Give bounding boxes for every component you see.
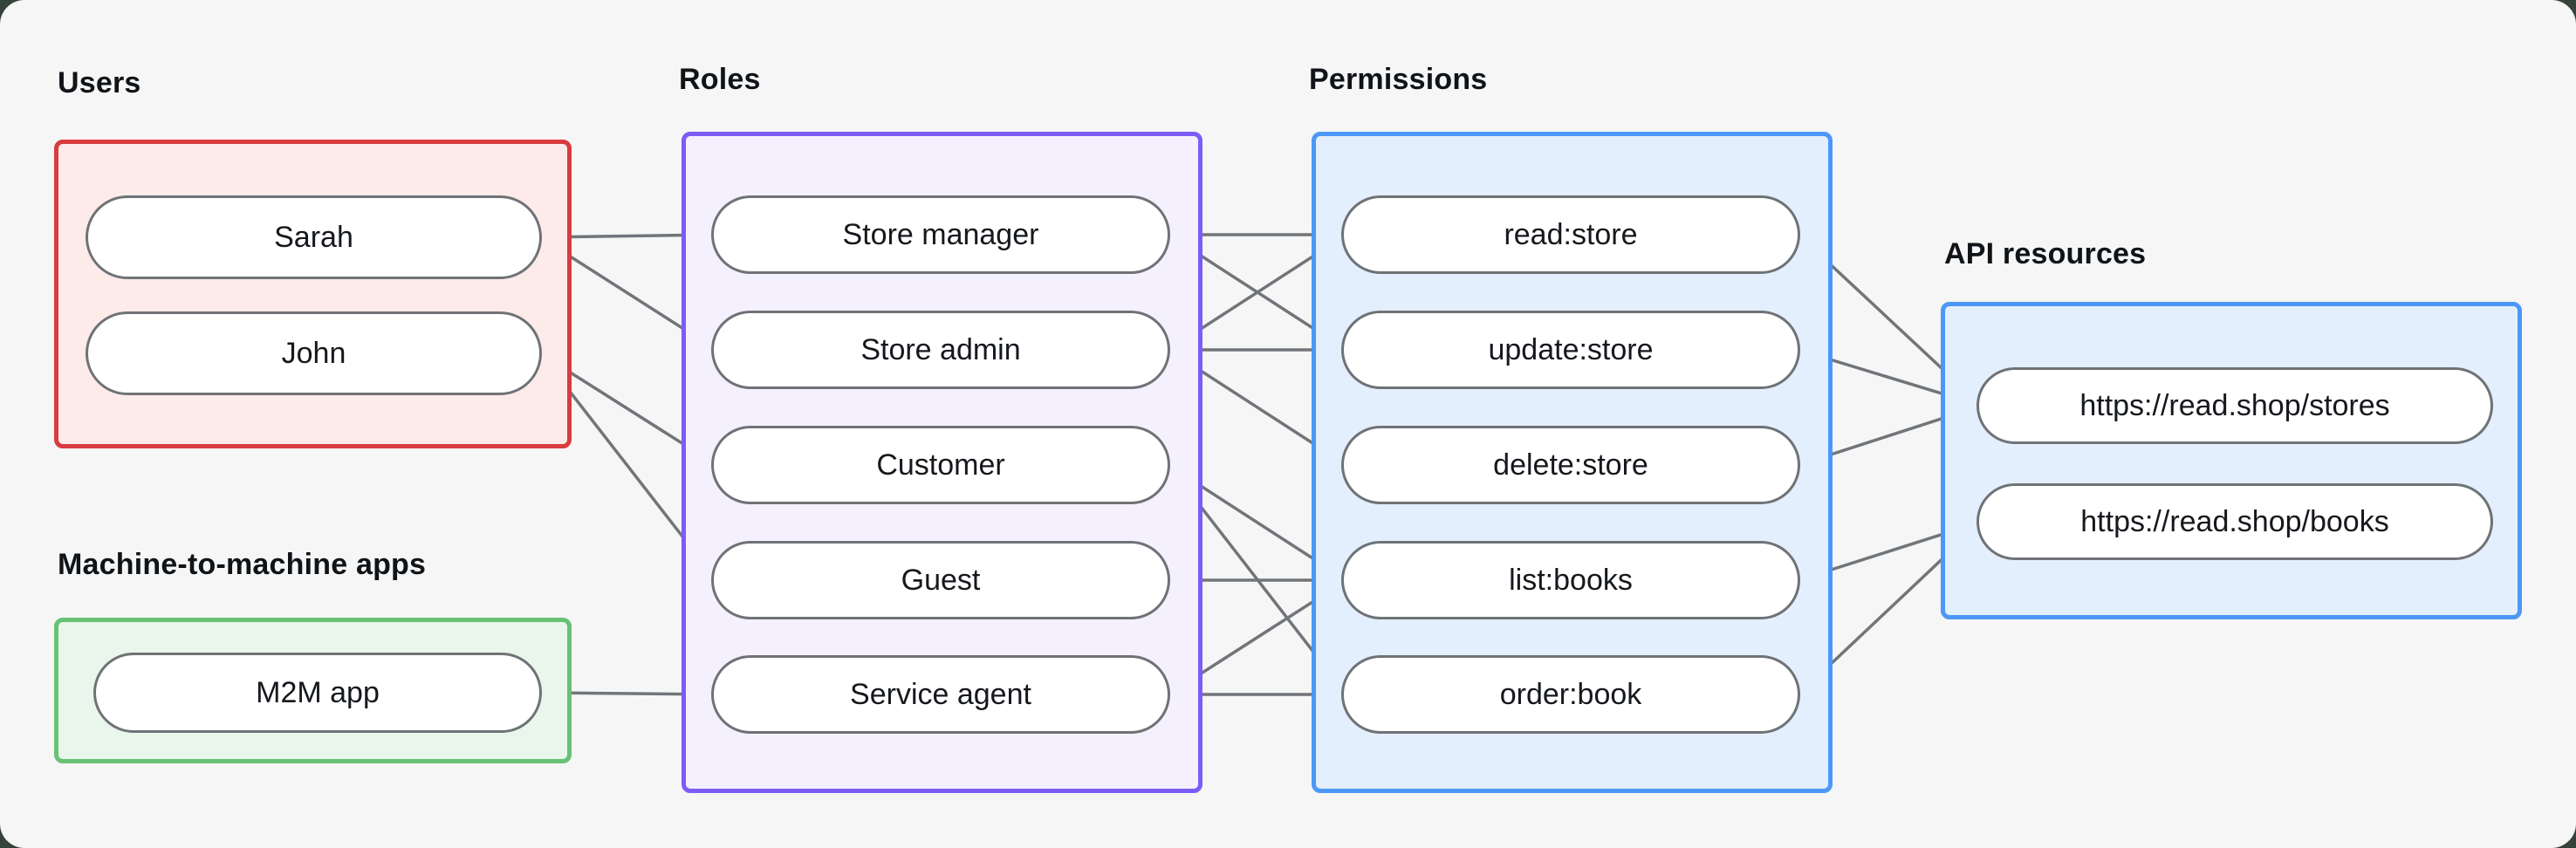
node-pill-guest: Guest xyxy=(711,541,1170,619)
node-pill-stores_api: https://read.shop/stores xyxy=(1977,367,2493,444)
node-pill-m2m_app: M2M app xyxy=(93,653,542,733)
node-pill-read_store: read:store xyxy=(1341,195,1800,274)
node-label-read_store: read:store xyxy=(1504,217,1638,251)
node-pill-list_books: list:books xyxy=(1341,541,1800,619)
node-pill-delete_store: delete:store xyxy=(1341,426,1800,504)
group-label-m2m: Machine-to-machine apps xyxy=(58,548,427,581)
node-label-books_api: https://read.shop/books xyxy=(2080,504,2389,538)
node-label-john: John xyxy=(281,336,346,370)
node-label-sarah: Sarah xyxy=(274,220,353,254)
node-label-update_store: update:store xyxy=(1488,332,1654,366)
node-label-store_manager: Store manager xyxy=(842,217,1039,251)
node-pill-service_agent: Service agent xyxy=(711,655,1170,734)
node-label-order_book: order:book xyxy=(1499,677,1642,711)
group-label-users: Users xyxy=(58,66,141,99)
group-label-roles: Roles xyxy=(679,63,761,96)
node-pill-store_manager: Store manager xyxy=(711,195,1170,274)
group-box-users xyxy=(54,140,572,448)
node-label-m2m_app: M2M app xyxy=(256,675,380,709)
node-label-stores_api: https://read.shop/stores xyxy=(2079,388,2390,422)
node-pill-sarah: Sarah xyxy=(86,195,542,279)
node-label-delete_store: delete:store xyxy=(1493,448,1648,482)
node-label-customer: Customer xyxy=(876,448,1005,482)
group-box-api xyxy=(1941,302,2522,619)
node-pill-store_admin: Store admin xyxy=(711,311,1170,389)
node-label-guest: Guest xyxy=(901,563,981,597)
node-pill-books_api: https://read.shop/books xyxy=(1977,483,2493,560)
node-pill-order_book: order:book xyxy=(1341,655,1800,734)
group-label-api: API resources xyxy=(1944,237,2147,270)
group-label-permissions: Permissions xyxy=(1309,63,1488,96)
node-pill-update_store: update:store xyxy=(1341,311,1800,389)
node-label-store_admin: Store admin xyxy=(860,332,1021,366)
node-pill-john: John xyxy=(86,311,542,395)
node-pill-customer: Customer xyxy=(711,426,1170,504)
node-label-service_agent: Service agent xyxy=(850,677,1031,711)
node-label-list_books: list:books xyxy=(1509,563,1633,597)
